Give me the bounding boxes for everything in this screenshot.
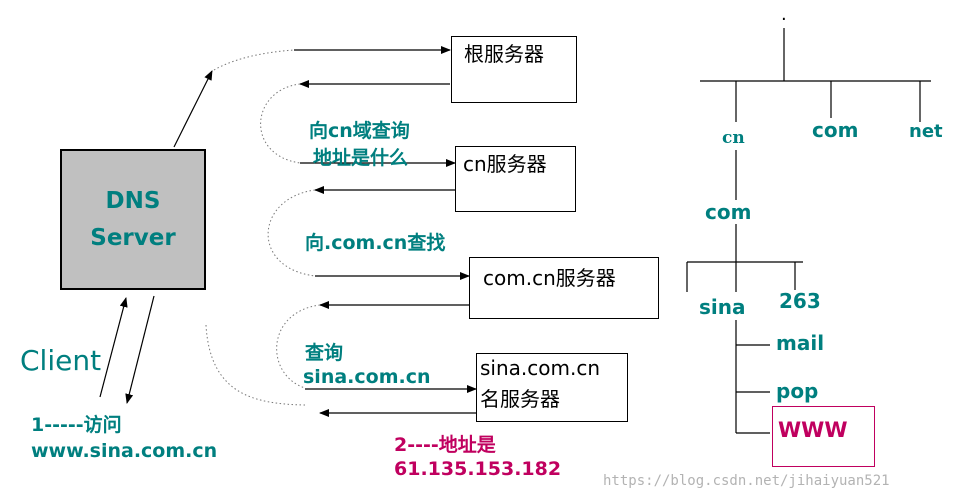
- tree-pop-label: pop: [776, 379, 819, 403]
- comcn-server-label: com.cn服务器: [483, 266, 616, 290]
- query-cn-label-2: 地址是什么: [313, 147, 409, 169]
- dns-to-client-arrow: [125, 295, 155, 404]
- tree-sina-label: sina: [699, 295, 746, 319]
- sina-server-label-1: sina.com.cn: [480, 356, 601, 380]
- tree-root-label: .: [781, 4, 787, 25]
- dotted-curve-3: [276, 304, 321, 389]
- tree-com-label: com: [812, 118, 859, 142]
- answer-label-2: 61.135.153.182: [394, 458, 562, 480]
- root-server-box: 根服务器: [451, 36, 577, 103]
- tree-www-label: WWW: [778, 418, 848, 442]
- tree-mail-label: mail: [776, 331, 825, 355]
- dotted-curve-2: [267, 189, 316, 277]
- query-sina-label-1: 查询: [305, 342, 344, 364]
- dotted-curve-bottom: [205, 324, 306, 406]
- tree-263-label: 263: [779, 289, 821, 313]
- query-cn-label-1: 向cn域查询: [309, 120, 410, 142]
- sina-server-label-2: 名服务器: [480, 387, 560, 411]
- cn-server-label: cn服务器: [463, 152, 547, 176]
- query-sina-label-2: sina.com.cn: [303, 366, 431, 388]
- dotted-curve-top: [213, 49, 295, 71]
- www-highlight-box: WWW: [772, 406, 875, 467]
- client-label: Client: [20, 344, 102, 377]
- dns-server-subtitle: Server: [90, 224, 176, 251]
- dns-server-title: DNS: [105, 187, 161, 214]
- tree-com2-label: com: [705, 200, 752, 224]
- domain-tree-lines: [686, 28, 931, 434]
- tree-net-label: net: [909, 121, 943, 142]
- client-step-label-1: 1-----访问: [31, 414, 122, 436]
- cn-server-box: cn服务器: [455, 146, 576, 212]
- sina-server-box: sina.com.cn 名服务器: [476, 353, 628, 422]
- client-to-dns-arrow: [99, 297, 128, 398]
- tree-cn-label: cn: [722, 128, 745, 148]
- watermark: https://blog.csdn.net/jihaiyuan521: [603, 473, 890, 489]
- client-step-label-2: www.sina.com.cn: [31, 440, 218, 462]
- comcn-server-box: com.cn服务器: [469, 257, 659, 319]
- dns-to-root-arrow: [173, 70, 213, 148]
- dns-server-box: DNS Server: [60, 149, 206, 290]
- query-comcn-label: 向.com.cn查找: [305, 232, 446, 254]
- answer-label-1: 2----地址是: [394, 434, 496, 456]
- root-server-label: 根服务器: [464, 42, 544, 66]
- dotted-curve-1: [260, 83, 301, 164]
